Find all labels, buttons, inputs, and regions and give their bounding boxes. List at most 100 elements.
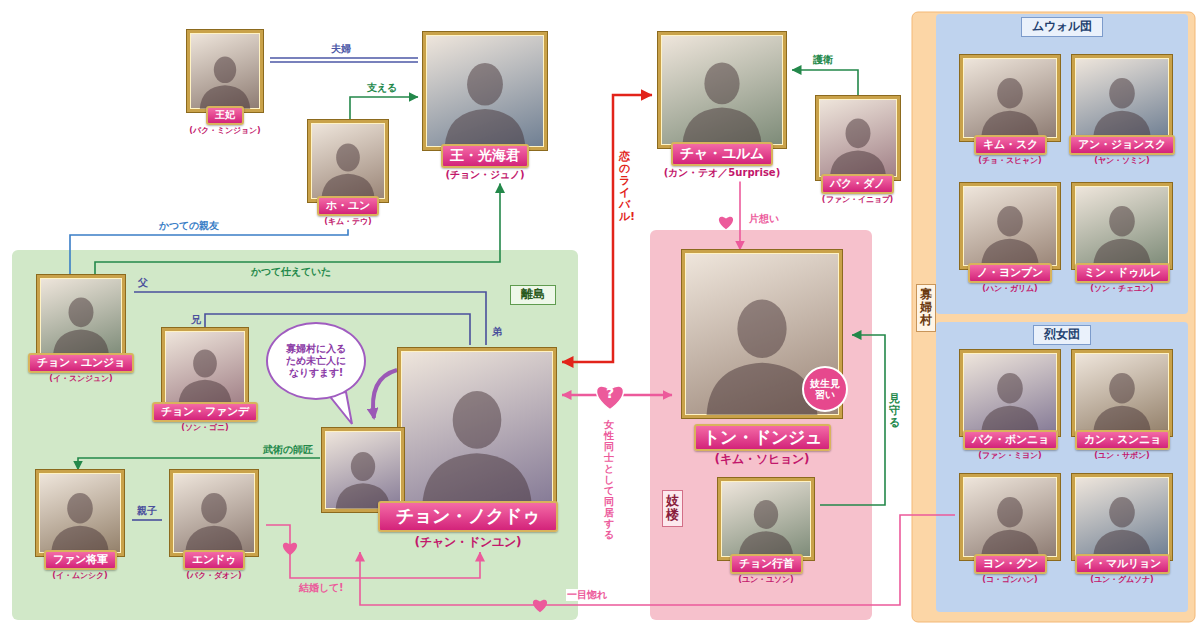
region-tag: 烈女団 [1033, 325, 1091, 345]
portrait-silhouette [1075, 353, 1169, 433]
connector-line [266, 525, 480, 578]
speech-bubble: 寡婦村に入るため未亡人になりすます! [266, 322, 366, 400]
edge-label: 父 [137, 277, 149, 289]
connector [132, 520, 162, 521]
silhouette-head [704, 63, 739, 105]
character-node: 王・光海君(チョン・ジュノ) [418, 32, 552, 184]
name-plate: パク・ボンニョ [963, 430, 1058, 450]
character-node: パク・ダノ(ファン・イニョプ) [810, 96, 905, 207]
name-plate: ヨン・グン [974, 554, 1047, 574]
portrait-photo [1072, 350, 1172, 436]
portrait-silhouette [721, 481, 811, 557]
connector [270, 58, 418, 62]
connector-line [78, 458, 320, 470]
silhouette-body [422, 453, 531, 505]
portrait-photo [960, 183, 1060, 269]
region-title: 寡婦村 [920, 288, 932, 328]
portrait-photo [162, 328, 248, 408]
character-name: カン・スンニョ [1084, 433, 1161, 446]
portrait-silhouette [311, 123, 385, 199]
portrait-silhouette [661, 35, 783, 145]
silhouette-body [185, 526, 243, 553]
portrait-silhouette [1075, 58, 1169, 138]
portrait-photo [658, 32, 786, 148]
actor-name: (パク・ダオン) [186, 571, 241, 581]
character-name: ミン・ドゥルレ [1084, 266, 1161, 279]
connector [792, 70, 858, 96]
character-node: チャ・ユルム(カン・テオ／5urprise) [652, 32, 792, 182]
name-plate: 王・光海君 [441, 144, 529, 168]
connector-line [350, 97, 418, 120]
silhouette-head [351, 452, 375, 481]
character-name: ファン将軍 [53, 553, 108, 566]
heart-symbol [719, 217, 733, 229]
name-plate: ミン・ドゥルレ [1075, 263, 1170, 283]
actor-name: (キム・ソヒョン) [715, 452, 810, 466]
portrait-photo [718, 478, 814, 560]
portrait-silhouette [40, 278, 122, 356]
edge-label: 親子 [136, 505, 158, 517]
name-plate: 王妃 [206, 106, 244, 125]
actor-name: (ハン・ガリム) [982, 284, 1037, 294]
character-node: ホ・ユン(キム・テウ) [303, 120, 393, 229]
badge-text: 妓生見習い [809, 378, 841, 401]
name-plate: チョン行首 [730, 554, 803, 574]
portrait-photo [398, 348, 556, 508]
actor-name: (イ・ムンシク) [52, 571, 107, 581]
character-name: ホ・ユン [326, 199, 370, 212]
edge-label: 見守る [889, 392, 900, 430]
actor-name: (ユン・ユソン) [738, 575, 793, 585]
island-region [12, 250, 578, 620]
character-name: チャ・ユルム [680, 145, 764, 161]
portrait-photo [308, 120, 388, 202]
edge-label: 護衛 [812, 54, 834, 66]
name-plate: ファン将軍 [44, 550, 117, 570]
character-node: 王妃 (パク・ミンジョン) [180, 30, 270, 138]
connector [740, 182, 741, 251]
actor-name: (ソン・チェユン) [1090, 284, 1153, 294]
name-plate: アン・ジョンスク [1069, 135, 1175, 155]
character-node: アン・ジョンスク(ヤン・ソミン) [1067, 55, 1177, 168]
silhouette-body [981, 530, 1039, 557]
edge-label: 武術の師匠 [262, 444, 314, 456]
region-tag: 妓楼 [662, 490, 683, 527]
portrait-silhouette [325, 431, 401, 509]
portrait-silhouette [401, 351, 553, 505]
heart-mark: ? [603, 385, 617, 402]
actor-name: (イ・スンジュン) [49, 374, 112, 384]
edge-label: 兄 [190, 314, 202, 326]
character-name: ノ・ヨンブン [977, 266, 1043, 279]
edge-label: 女性同士として同居する [604, 418, 614, 541]
silhouette-head [467, 63, 503, 106]
portrait-silhouette [165, 331, 245, 405]
actor-name: (パク・ミンジョン) [189, 126, 260, 136]
character-name: トン・ドンジュ [703, 427, 822, 447]
character-node: カン・スンニョ (ユン・サボン) [1067, 350, 1177, 463]
silhouette-head [997, 78, 1023, 108]
portrait-photo [960, 474, 1060, 560]
character-name: エンドゥ [192, 553, 236, 566]
edge-label: 一目惚れ [566, 589, 608, 601]
disguise-arrow [373, 370, 397, 418]
edge-label: 夫婦 [330, 43, 352, 55]
bubble-text: 寡婦村に入るため未亡人になりすます! [285, 343, 347, 379]
connector-line [95, 184, 500, 276]
portrait-photo [322, 428, 404, 512]
connector [350, 97, 418, 120]
character-node: チョン・ファンデ(ソン・ゴニ) [152, 328, 258, 435]
silhouette-body [51, 526, 109, 553]
silhouette-head [1109, 206, 1135, 236]
character-name: チョン・ノクドゥ [396, 505, 540, 526]
silhouette-body [1093, 111, 1151, 138]
heart-symbol [533, 600, 547, 612]
actor-name: (ユン・サボン) [1094, 451, 1149, 461]
silhouette-head [845, 119, 870, 149]
silhouette-body [981, 406, 1039, 433]
character-name: 王・光海君 [450, 147, 520, 163]
silhouette-head [67, 493, 93, 523]
portrait-photo [36, 470, 124, 556]
character-name: ヨン・グン [983, 557, 1038, 570]
yeolnyeo-panel [936, 322, 1188, 612]
widow-village-region [912, 12, 1195, 622]
character-name: 王妃 [215, 109, 235, 120]
